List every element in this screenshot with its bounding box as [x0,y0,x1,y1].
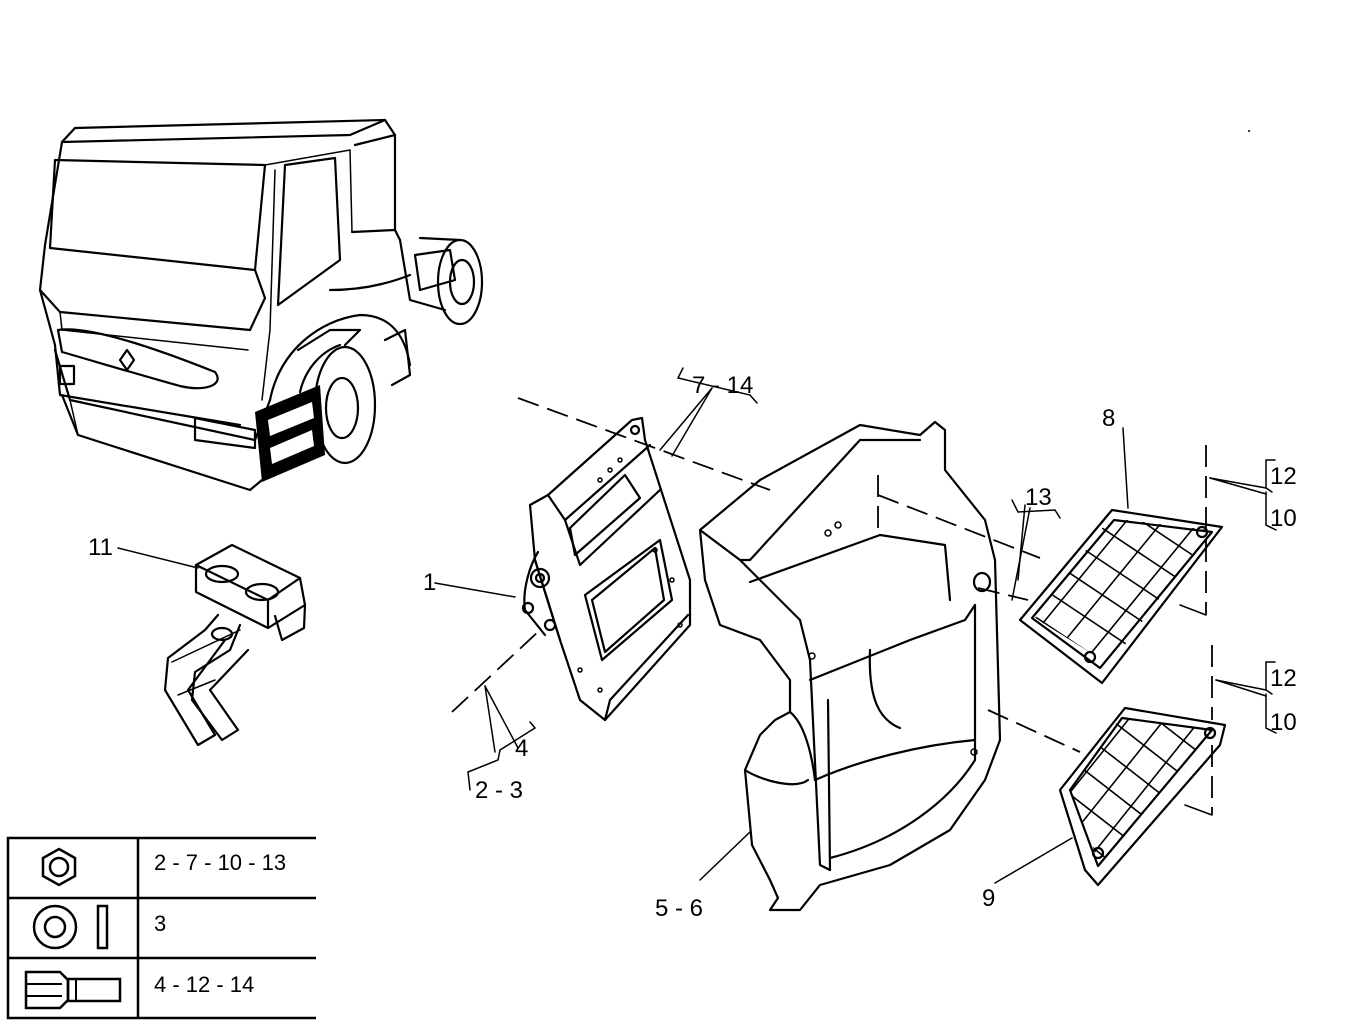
washer-icon [32,904,109,950]
callout-12-upper: 12 [1270,463,1297,490]
callout-10-upper: 10 [1270,505,1297,532]
callout-13: 13 [1025,484,1052,511]
callout-4: 4 [515,735,528,762]
callout-labels: 1 2 - 3 4 5 - 6 7 - 14 8 9 11 12 10 12 1… [88,372,1297,922]
truck-illustration [38,118,484,492]
callout-7-14: 7 - 14 [692,372,753,399]
legend-row-nut-parts: 2 - 7 - 10 - 13 [154,850,286,875]
step-plate-part-9 [1058,706,1227,887]
callout-12-lower: 12 [1270,665,1297,692]
callout-8: 8 [1102,405,1115,432]
callout-2-3: 2 - 3 [475,777,523,804]
scan-speck [1248,130,1250,132]
step-housing-part-5-6 [698,420,1002,912]
callout-9: 9 [982,885,995,912]
legend-row-bolt-parts: 4 - 12 - 14 [154,972,254,997]
leader-lines [117,367,1277,884]
callout-10-lower: 10 [1270,709,1297,736]
callout-1: 1 [423,569,436,596]
callout-11: 11 [88,534,113,561]
hex-nut-icon [41,847,77,887]
legend-row-washer-parts: 3 [154,911,166,936]
callout-5-6: 5 - 6 [655,895,703,922]
clamp-part-11 [163,543,307,747]
bolt-icon [24,970,122,1010]
highlighted-step-location [255,385,325,482]
assembly-lines [451,397,1213,816]
fastener-legend: 2 - 7 - 10 - 13 3 4 - 12 - 14 [6,836,316,1020]
bracket-part-1 [521,416,692,722]
